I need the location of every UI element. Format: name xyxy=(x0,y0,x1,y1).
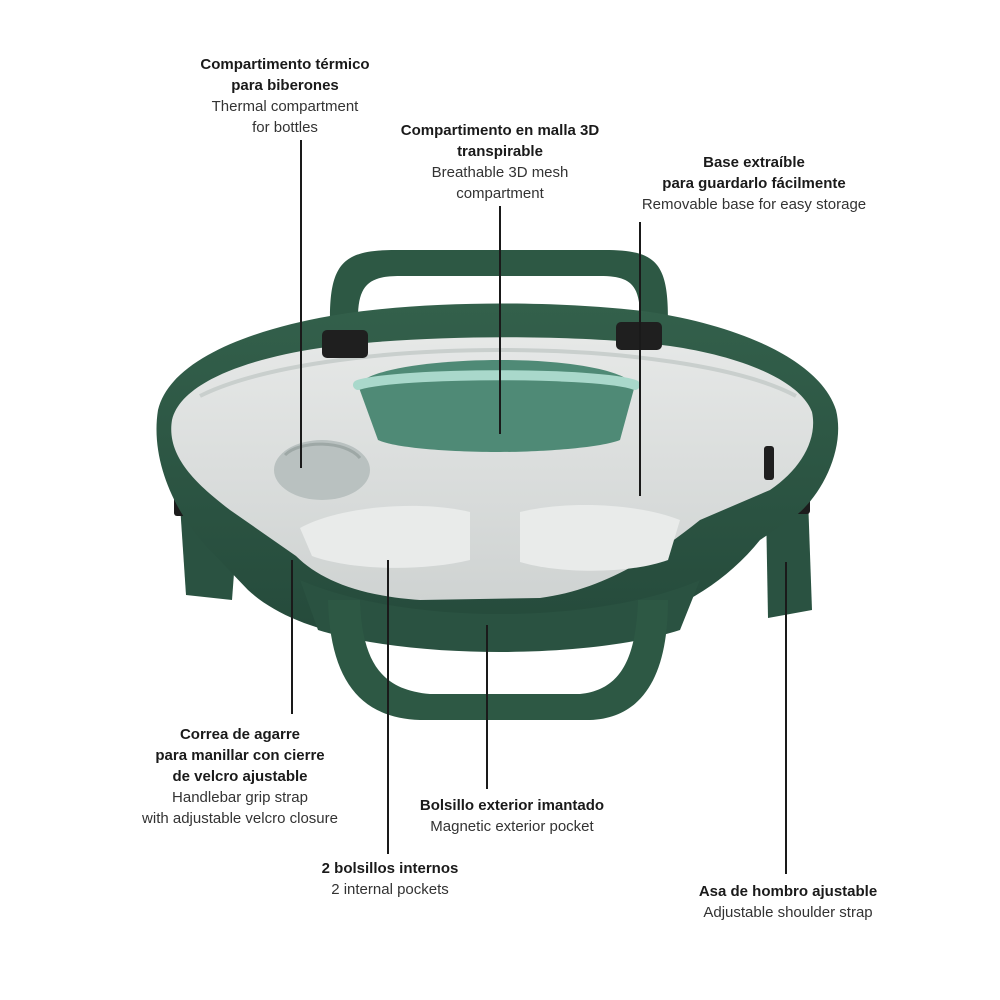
shoulder-en-line-1: Adjustable shoulder strap xyxy=(703,904,873,921)
leader-pockets xyxy=(387,560,389,854)
magnetic-es-line-1: Bolsillo exterior imantado xyxy=(419,797,605,814)
leader-handlebar xyxy=(291,560,293,714)
handlebar-es-line-3: de velcro ajustable xyxy=(172,768,308,785)
leader-mesh xyxy=(499,206,501,434)
mesh-es-line-2: transpirable xyxy=(457,143,543,160)
handlebar-en-line-2: with adjustable velcro closure xyxy=(142,810,338,827)
inner-pocket-left xyxy=(300,505,470,568)
mesh-en-line-1: Breathable 3D mesh xyxy=(431,164,569,181)
clip-left xyxy=(322,330,368,358)
callout-thermal-compartment: Compartimento térmico para biberones The… xyxy=(145,54,425,138)
base-es-line-2: para guardarlo fácilmente xyxy=(662,175,846,192)
mesh-es-line-1: Compartimento en malla 3D xyxy=(400,122,600,139)
base-en-line-1: Removable base for easy storage xyxy=(641,196,867,213)
handlebar-es-line-1: Correa de agarre xyxy=(179,726,301,743)
thermal-pocket xyxy=(274,440,370,500)
pockets-en-line-1: 2 internal pockets xyxy=(331,881,449,898)
base-es-line-1: Base extraíble xyxy=(703,154,805,171)
front-handle xyxy=(328,600,668,720)
handlebar-es-line-2: para manillar con cierre xyxy=(155,747,325,764)
callout-removable-base: Base extraíble para guardarlo fácilmente… xyxy=(604,152,904,215)
leader-thermal xyxy=(300,140,302,468)
callout-handlebar-strap: Correa de agarre para manillar con cierr… xyxy=(95,724,385,829)
shoulder-es-line-1: Asa de hombro ajustable xyxy=(698,883,878,900)
callout-internal-pockets: 2 bolsillos internos 2 internal pockets xyxy=(280,858,500,900)
zipper-pull xyxy=(764,446,774,480)
callout-shoulder-strap: Asa de hombro ajustable Adjustable shoul… xyxy=(668,881,908,923)
leader-shoulder xyxy=(785,562,787,874)
thermal-en-line-1: Thermal compartment xyxy=(211,98,359,115)
inner-pocket-right xyxy=(520,505,680,571)
back-handle xyxy=(330,250,668,318)
leader-magnetic xyxy=(486,625,488,789)
magnetic-en-line-1: Magnetic exterior pocket xyxy=(430,818,594,835)
mesh-en-line-2: compartment xyxy=(456,185,544,202)
thermal-es-line-1: Compartimento térmico xyxy=(200,56,370,73)
pockets-es-line-1: 2 bolsillos internos xyxy=(321,860,459,877)
thermal-en-line-2: for bottles xyxy=(252,119,318,136)
leader-base xyxy=(639,222,641,496)
thermal-es-line-2: para biberones xyxy=(231,77,339,94)
magnetic-pocket xyxy=(300,580,700,652)
mesh-compartment xyxy=(358,360,635,452)
callout-magnetic-pocket: Bolsillo exterior imantado Magnetic exte… xyxy=(382,795,642,837)
handlebar-en-line-1: Handlebar grip strap xyxy=(172,789,308,806)
callout-mesh-compartment: Compartimento en malla 3D transpirable B… xyxy=(360,120,640,204)
